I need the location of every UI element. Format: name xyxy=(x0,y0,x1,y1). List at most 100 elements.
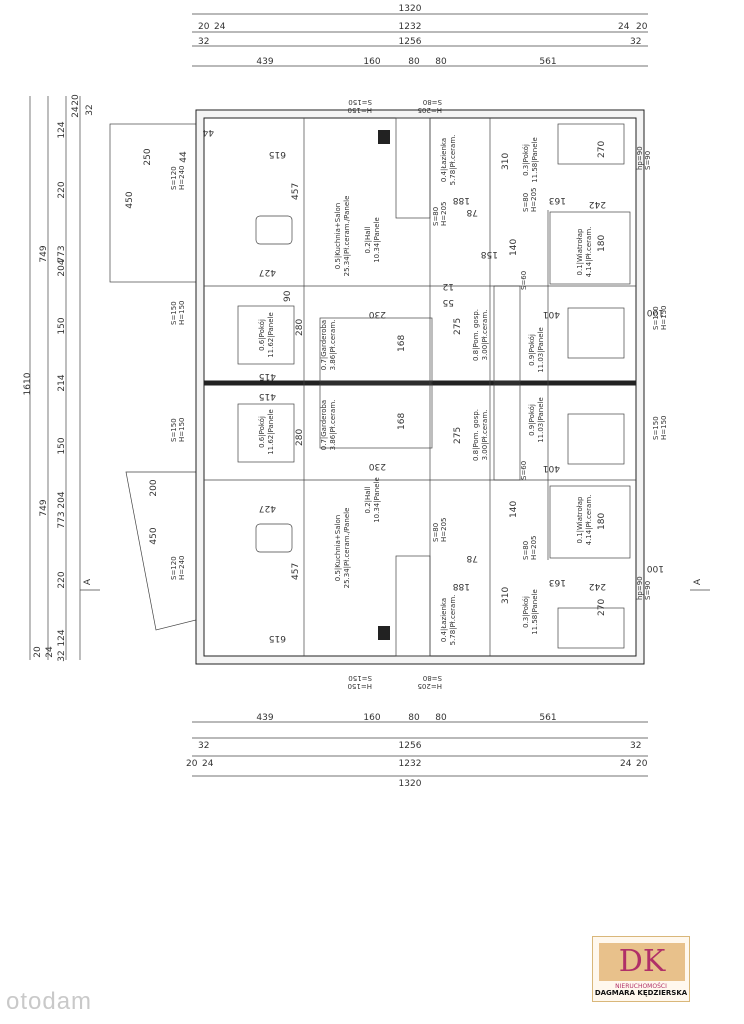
inner-dim: 615 xyxy=(269,633,286,643)
inner-dim: 12 xyxy=(443,281,454,291)
room-area: 11.62|Panele xyxy=(267,312,275,358)
room-name: 0.9|Pokój xyxy=(528,404,536,436)
left-lower-dim: 124 xyxy=(57,629,67,646)
inner-dim: 270 xyxy=(597,599,607,616)
room-name: 0.6|Pokój xyxy=(258,416,266,448)
room-area: 11.03|Panele xyxy=(537,397,545,443)
opening-label: S=150 xyxy=(652,306,660,330)
terrace-dim: 44 xyxy=(179,151,189,163)
opening-label: S=60 xyxy=(520,271,528,290)
bottom-segment-dim: 80 xyxy=(435,713,447,723)
room-area: 25.34|Pł.ceram./Panele xyxy=(343,196,351,277)
opening-label: H=150 xyxy=(178,418,186,443)
left-edge-dim: 20 xyxy=(33,646,43,658)
top-total-dim: 1320 xyxy=(399,4,422,14)
bottom-inner-total-dim: 1256 xyxy=(399,741,422,751)
opening-label: H=150 xyxy=(348,106,373,114)
inner-dim: 275 xyxy=(453,427,463,444)
terrace-dim: 250 xyxy=(143,148,153,165)
agency-logo: DK NIERUCHOMOŚCI DAGMARA KĘDZIERSKA xyxy=(592,936,690,1002)
building-walls xyxy=(195,109,645,665)
opening-label: H=205 xyxy=(530,536,538,561)
opening-label: H=150 xyxy=(660,306,668,331)
room-area: 5.78|Pł.ceram. xyxy=(449,135,457,186)
left-half-dim: 749 xyxy=(39,245,49,262)
room-area: 4.14|Pł.ceram. xyxy=(585,227,593,278)
top-side-dim: 32 xyxy=(630,37,641,47)
room-name: 0.5|Kuchnia+Salon xyxy=(334,515,342,581)
inner-dim: 401 xyxy=(543,463,560,473)
opening-label: H=240 xyxy=(178,166,186,191)
inner-dim: 615 xyxy=(269,149,286,159)
room-area: 11.62|Panele xyxy=(267,409,275,455)
opening-label: S=120 xyxy=(170,556,178,580)
bottom-segment-dim: 160 xyxy=(363,713,380,723)
opening-label: S=150 xyxy=(348,98,372,106)
left-half-dim: 749 xyxy=(39,499,49,516)
terrace-dim: 450 xyxy=(125,191,135,208)
inner-dim: 78 xyxy=(466,207,478,217)
room-name: 0.4|Łazienka xyxy=(440,138,448,182)
inner-dim: 427 xyxy=(259,267,276,277)
room-name: 0.2|Hall xyxy=(364,226,372,253)
inner-dim: 100 xyxy=(647,563,664,573)
terrace-dim: 200 xyxy=(149,479,159,496)
left-edge-dim: 24 xyxy=(71,106,81,118)
inner-dim: 457 xyxy=(291,563,301,580)
inner-dim: 427 xyxy=(259,503,276,513)
opening-label: S=80 xyxy=(522,541,530,560)
room-area: 25.34|Pł.ceram./Panele xyxy=(343,508,351,589)
opening-label: S=80 xyxy=(432,207,440,226)
terrace-top: 250 44 450 xyxy=(109,123,197,283)
room-name: 0.1|Wiatrołap xyxy=(576,496,584,544)
left-edge-dim: 24 xyxy=(45,646,55,658)
section-marks: A A xyxy=(80,578,710,591)
inner-dim: 415 xyxy=(259,391,276,401)
opening-label: hp=90 xyxy=(636,576,644,600)
inner-dim: 188 xyxy=(453,195,470,205)
opening-label: H=205 xyxy=(440,202,448,227)
inner-dim: 415 xyxy=(259,371,276,381)
room-area: 11.58|Panele xyxy=(531,137,539,183)
inner-dim: 310 xyxy=(501,587,511,604)
opening-label: H=205 xyxy=(418,682,443,690)
bottom-outer-dim: 24 xyxy=(202,759,214,769)
room-name: 0.7|Garderoba xyxy=(320,320,328,370)
logo-subtitle: NIERUCHOMOŚCI xyxy=(615,983,667,990)
room-area: 3.86|Pł.ceram. xyxy=(329,320,337,371)
opening-label: S=80 xyxy=(522,193,530,212)
opening-label: H=150 xyxy=(348,682,373,690)
left-edge-dim: 32 xyxy=(85,104,95,115)
inner-dim: 280 xyxy=(295,319,305,336)
inner-dim: 140 xyxy=(509,501,519,518)
opening-label: H=205 xyxy=(530,188,538,213)
top-dimension-lines: 1320 20 24 1232 24 20 1256 32 32 439 160… xyxy=(192,4,648,67)
top-segment-dim: 80 xyxy=(408,57,420,67)
inner-dim: 55 xyxy=(443,297,454,307)
inner-dim: 275 xyxy=(453,318,463,335)
top-segment-dim: 160 xyxy=(363,57,380,67)
inner-dim: 180 xyxy=(597,235,607,252)
inner-dim: 230 xyxy=(369,461,386,471)
bottom-outer-dim: 20 xyxy=(636,759,648,769)
room-name: 0.6|Pokój xyxy=(258,319,266,351)
opening-label: S=80 xyxy=(432,523,440,542)
left-total-dim: 1610 xyxy=(23,372,33,395)
room-area: 10.34|Panele xyxy=(373,217,381,263)
opening-label: S=120 xyxy=(170,166,178,190)
watermark: otodam xyxy=(6,988,93,1015)
left-edge-dim: 32 xyxy=(57,650,67,661)
room-area: 11.58|Panele xyxy=(531,589,539,635)
inner-dim: 168 xyxy=(397,413,407,430)
opening-label: S=150 xyxy=(170,301,178,325)
room-name: 0.3|Pokój xyxy=(522,596,530,628)
room-name: 0.3|Pokój xyxy=(522,144,530,176)
inner-dim: 44 xyxy=(202,127,214,137)
opening-label: S=150 xyxy=(170,418,178,442)
opening-label: S=80 xyxy=(423,674,442,682)
bottom-segment-dim: 439 xyxy=(256,713,273,723)
top-segment-dim: 561 xyxy=(539,57,556,67)
opening-label: S=80 xyxy=(423,98,442,106)
bottom-segment-dim: 80 xyxy=(408,713,420,723)
inner-dim: 158 xyxy=(481,249,498,259)
